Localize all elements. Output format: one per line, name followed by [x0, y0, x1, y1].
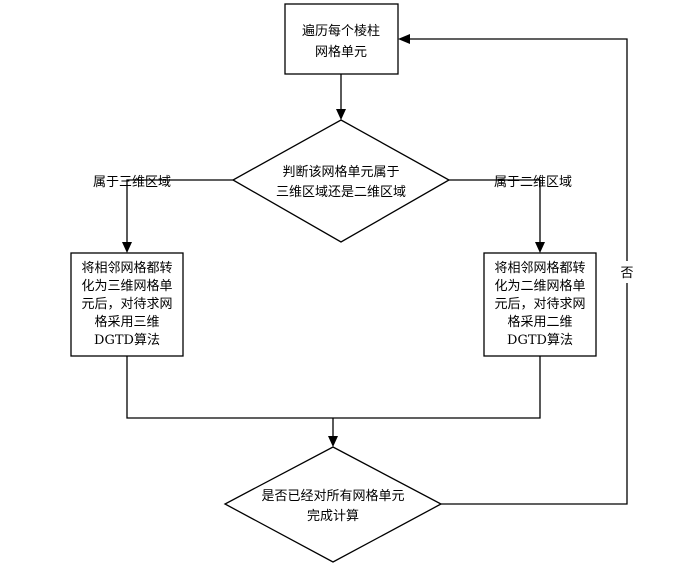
right-process-line-3: 元后，对待求网 — [494, 297, 585, 312]
traverse-line-1: 遍历每个棱柱 — [302, 23, 380, 39]
traverse-box — [284, 3, 399, 75]
arrow-decision-to-right — [449, 179, 541, 244]
arrowhead-check — [328, 436, 338, 447]
check-node: 是否已经对所有网格单元 完成计算 — [223, 446, 443, 563]
arrowhead-right-process — [535, 242, 545, 253]
left-process-box — [70, 252, 184, 357]
decision-diamond — [231, 119, 451, 243]
decision-node: 判断该网格单元属于 三维区域还是二维区域 — [231, 119, 451, 243]
right-process-line-5: DGTD算法 — [507, 333, 573, 348]
arrowhead-decision — [336, 109, 346, 120]
right-process-box — [483, 252, 597, 357]
right-process-node: 将相邻网格都转 化为二维网格单 元后，对待求网 格采用二维 DGTD算法 — [483, 252, 597, 357]
left-process-line-2: 化为三维网格单 — [81, 278, 172, 294]
check-diamond — [223, 446, 443, 563]
loop-label-gap — [619, 261, 635, 283]
arrow-decision-to-left — [126, 179, 233, 244]
edge-label-right: 属于二维区域 — [494, 175, 572, 190]
right-process-line-1: 将相邻网格都转 — [494, 260, 585, 276]
check-line-1: 是否已经对所有网格单元 — [261, 488, 404, 504]
edge-label-no: 否 — [620, 266, 633, 281]
left-process-line-3: 元后，对待求网 — [81, 297, 172, 312]
merge-connector — [126, 356, 541, 419]
left-process-line-5: DGTD算法 — [94, 333, 160, 348]
traverse-line-2: 网格单元 — [315, 44, 367, 60]
left-process-line-1: 将相邻网格都转 — [81, 260, 172, 276]
left-process-line-4: 格采用三维 — [94, 314, 159, 330]
decision-line-1: 判断该网格单元属于 — [282, 164, 399, 180]
decision-line-2: 三维区域还是二维区域 — [276, 185, 406, 200]
check-line-2: 完成计算 — [307, 509, 359, 524]
traverse-node: 遍历每个棱柱 网格单元 — [284, 3, 399, 75]
right-process-line-2: 化为二维网格单 — [494, 278, 585, 294]
arrowhead-traverse — [398, 34, 410, 44]
left-process-node: 将相邻网格都转 化为三维网格单 元后，对待求网 格采用三维 DGTD算法 — [70, 252, 184, 357]
arrowhead-left-process — [122, 242, 132, 253]
edge-label-left: 属于三维区域 — [93, 175, 171, 190]
right-process-line-4: 格采用二维 — [507, 314, 572, 330]
